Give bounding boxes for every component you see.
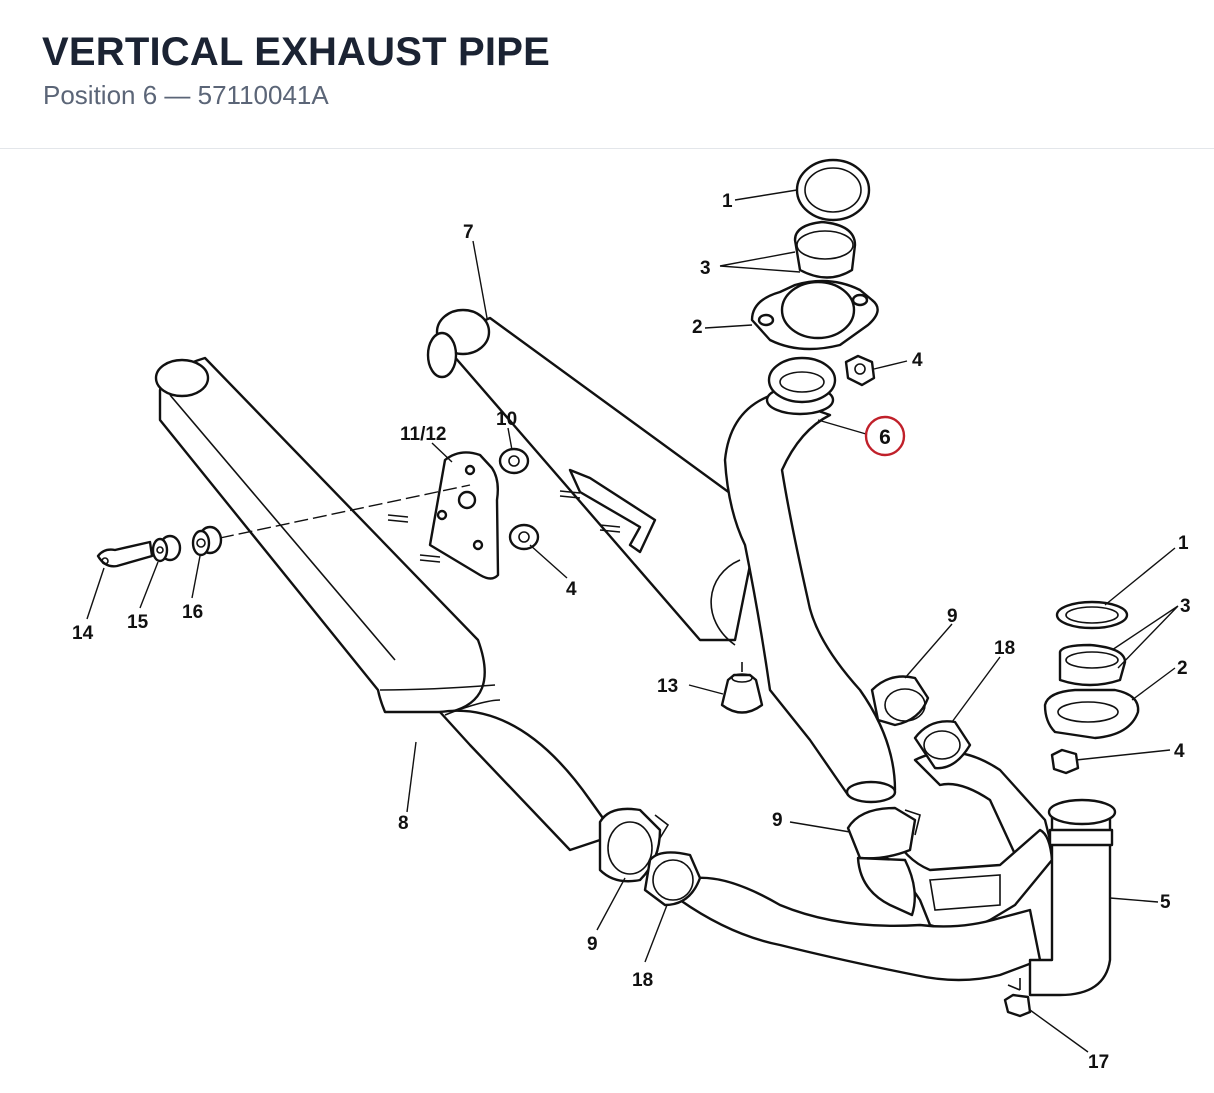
callout-16: 16 — [182, 602, 203, 623]
plug-17[interactable] — [1003, 978, 1032, 1018]
pipe-5[interactable] — [1028, 798, 1117, 997]
washer-15[interactable] — [151, 534, 182, 563]
flange-2-top[interactable] — [750, 279, 879, 351]
callout-11-12: 11/12 — [400, 424, 447, 445]
callout-9-left: 9 — [587, 934, 598, 955]
callout-14: 14 — [72, 623, 94, 644]
mounting-plate[interactable] — [428, 451, 500, 580]
nut-4-mid[interactable] — [508, 523, 540, 551]
highlight-ring — [864, 415, 906, 457]
nut-10[interactable] — [498, 447, 530, 475]
bolt-14[interactable] — [96, 540, 154, 568]
clamp-9-right[interactable] — [870, 675, 930, 727]
grommet-13[interactable] — [720, 662, 764, 714]
callout-labels: 1 3 2 4 7 10 11/12 4 14 15 16 13 8 9 18 … — [72, 191, 1191, 1073]
callout-18-right: 18 — [994, 638, 1015, 659]
gasket-1-top[interactable] — [795, 158, 871, 222]
callout-3-top: 3 — [700, 258, 711, 279]
silencer-rear[interactable] — [426, 308, 762, 646]
callout-9-mid: 9 — [772, 810, 783, 831]
page-subtitle: Position 6 — 57110041A — [43, 80, 329, 110]
grommet-16[interactable] — [191, 525, 223, 557]
vertical-exhaust-pipe[interactable] — [723, 356, 897, 804]
callout-4-mid: 4 — [566, 579, 577, 600]
callout-9-right: 9 — [947, 606, 958, 627]
silencer-front[interactable] — [154, 356, 617, 852]
callout-1-top: 1 — [722, 191, 733, 212]
nut-4-right[interactable] — [1050, 748, 1080, 775]
callout-18-left: 18 — [632, 970, 653, 991]
callout-13: 13 — [657, 676, 678, 697]
flange-2-right[interactable] — [1043, 688, 1140, 740]
sleeve-18-right[interactable] — [913, 720, 972, 770]
callout-1-right: 1 — [1178, 533, 1189, 554]
studs — [387, 490, 621, 563]
callout-4-top: 4 — [912, 350, 923, 371]
clamp-9-mid[interactable] — [846, 806, 921, 917]
gasket-1-right[interactable] — [1055, 600, 1129, 630]
callout-5: 5 — [1160, 892, 1171, 913]
bracket — [568, 468, 657, 554]
nut-4-top[interactable] — [844, 354, 876, 387]
callout-2-right: 2 — [1177, 658, 1188, 679]
header: VERTICAL EXHAUST PIPE Position 6 — 57110… — [0, 0, 1214, 149]
exploded-diagram: 1 3 2 4 7 10 11/12 4 14 15 16 13 8 9 18 … — [72, 158, 1191, 1073]
half-rings-3-right[interactable] — [1058, 643, 1127, 687]
callout-8: 8 — [398, 813, 409, 834]
callout-17: 17 — [1088, 1052, 1109, 1073]
leader-lines — [86, 189, 1179, 1053]
callout-4-right: 4 — [1174, 741, 1185, 762]
callout-6-highlight[interactable]: 6 — [864, 415, 906, 457]
page-title: VERTICAL EXHAUST PIPE — [42, 30, 550, 74]
callout-6: 6 — [879, 426, 891, 449]
callout-7: 7 — [463, 222, 474, 243]
callout-15: 15 — [127, 612, 149, 633]
callout-10: 10 — [496, 409, 517, 430]
callout-2-top: 2 — [692, 317, 703, 338]
sleeve-18-left[interactable] — [643, 851, 702, 907]
half-rings-3-top[interactable] — [793, 220, 857, 279]
callout-3-right: 3 — [1180, 596, 1191, 617]
